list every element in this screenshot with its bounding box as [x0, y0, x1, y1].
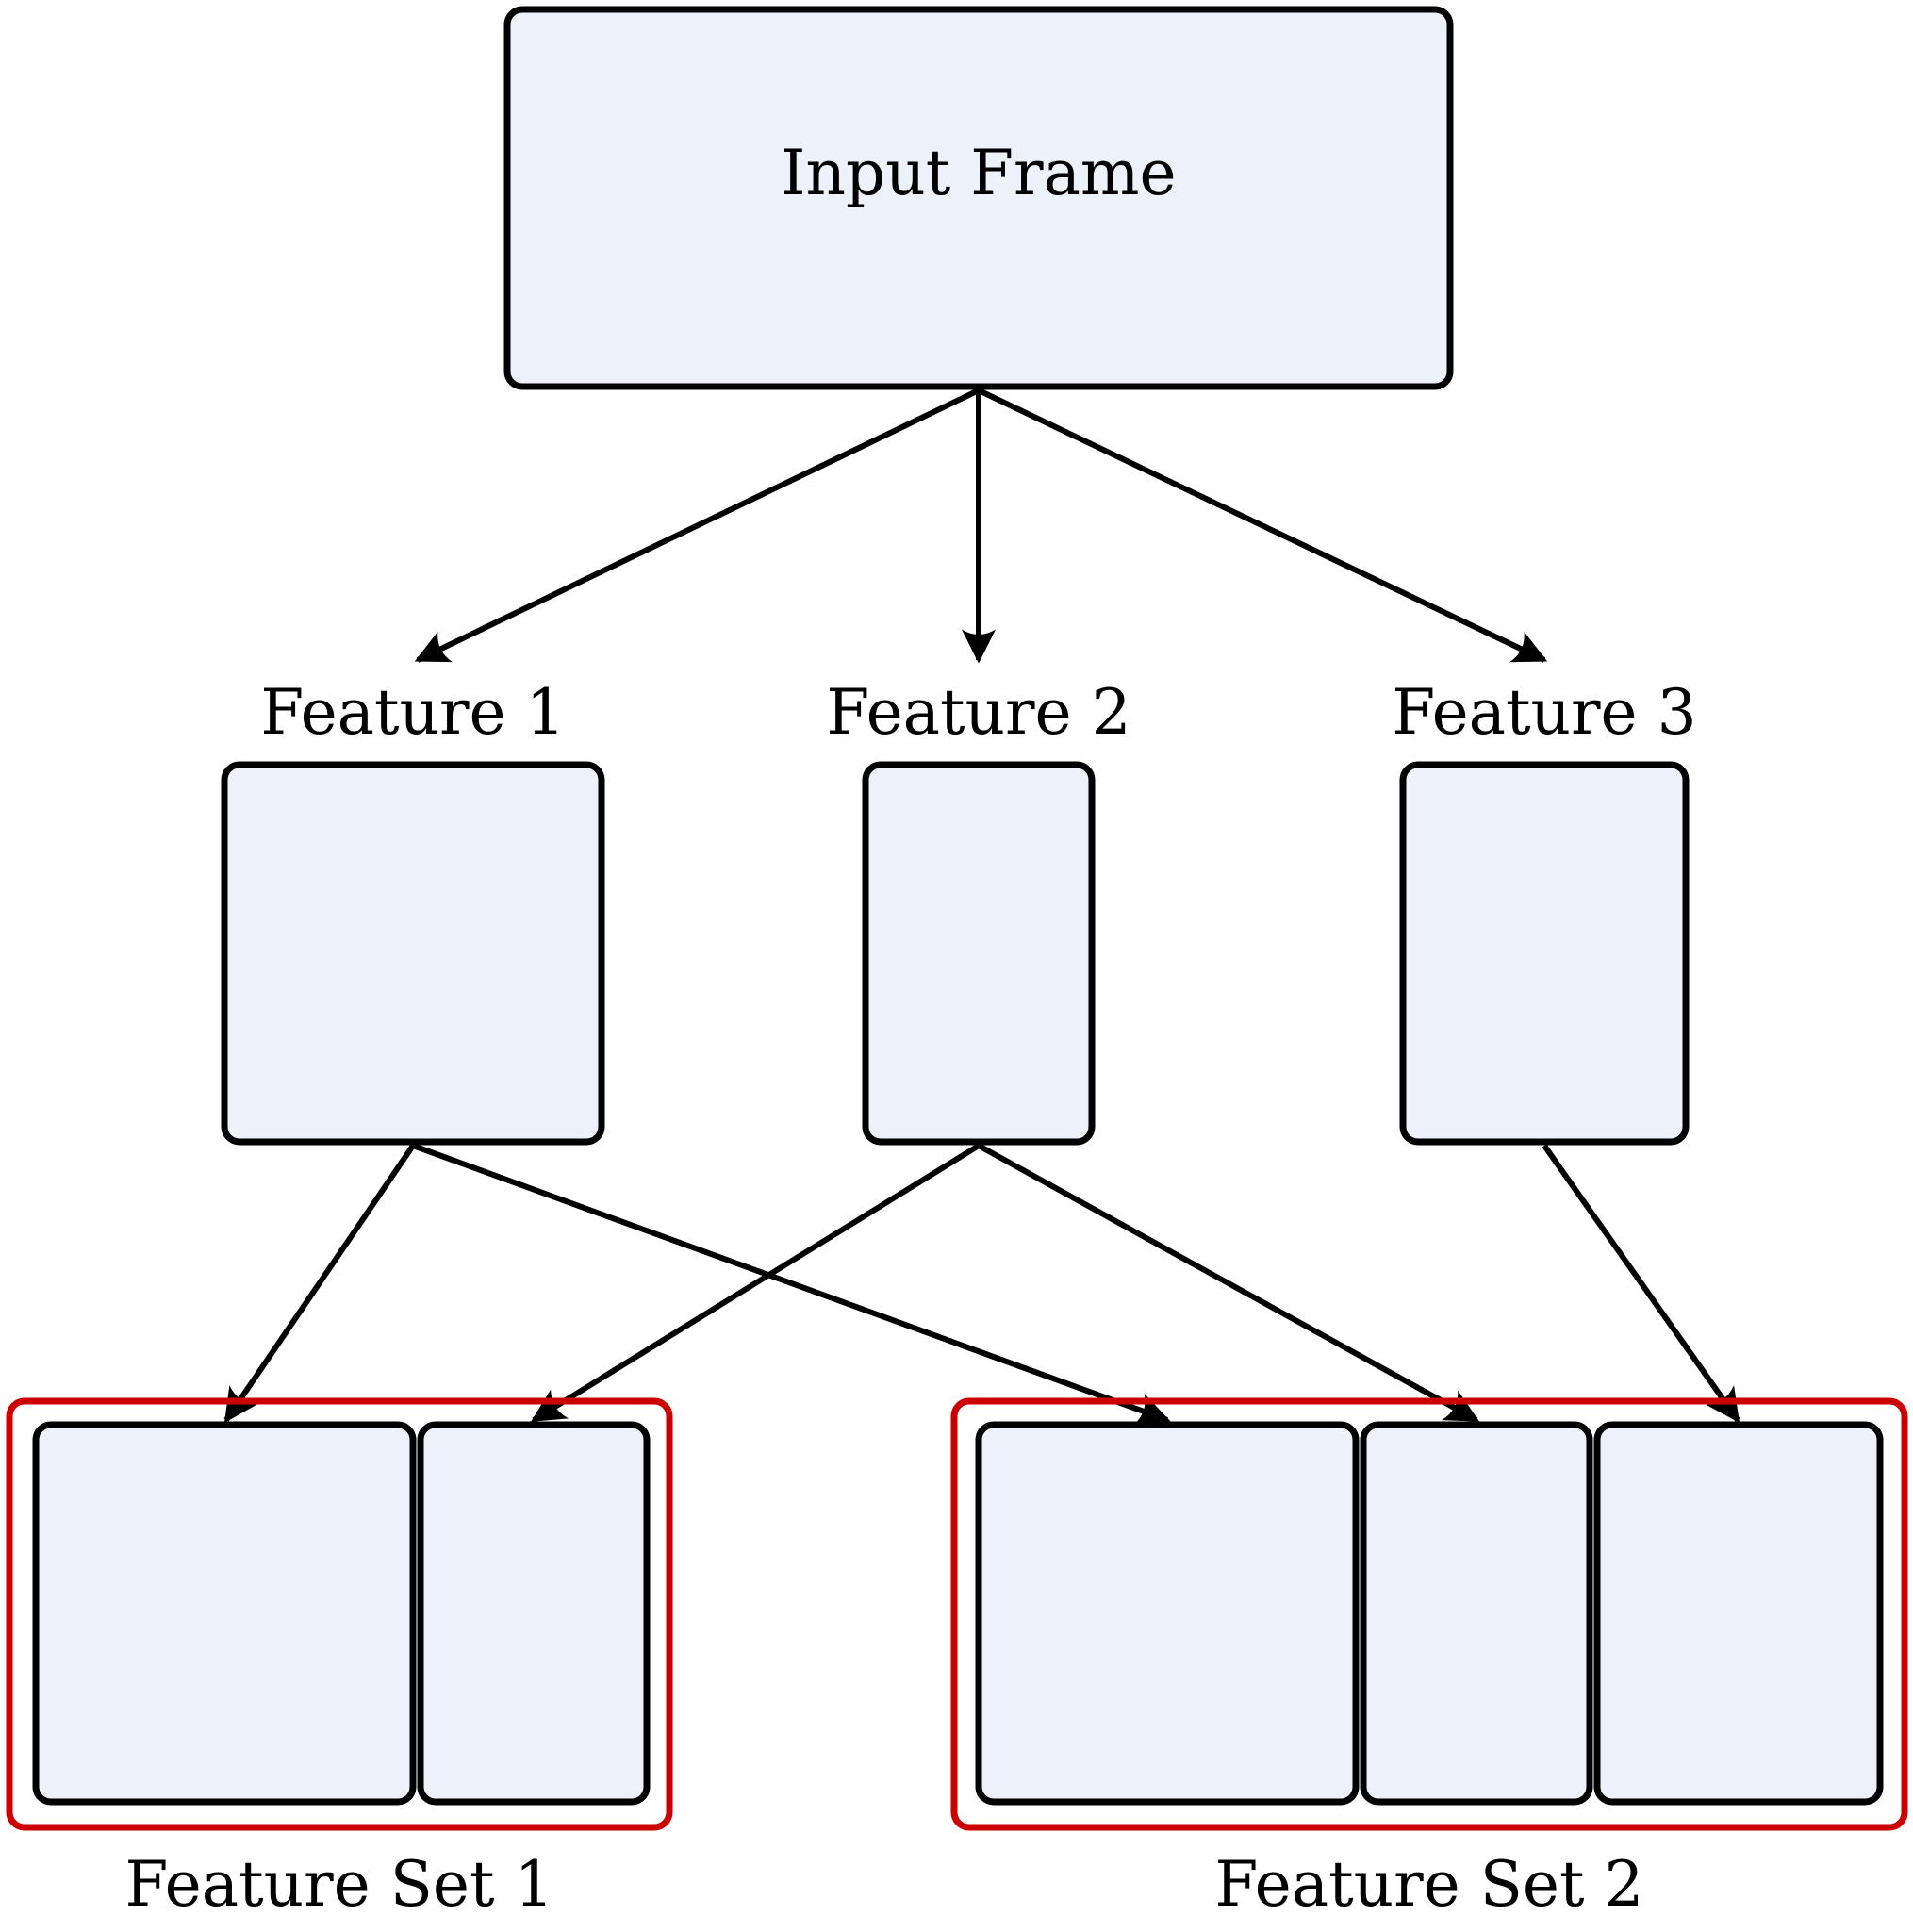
edge-feature-2-to-set-2 — [977, 1143, 1480, 1423]
feature-2-box — [862, 761, 1096, 1146]
input-to-feature-edges — [414, 388, 1548, 664]
edge-feature-1-to-set-1 — [223, 1144, 416, 1423]
feature-2-node: Feature 2 — [826, 676, 1131, 1146]
edge-input-to-feature-1 — [414, 388, 981, 663]
edge-input-to-feature-3 — [977, 388, 1548, 663]
edge-feature-2-to-set-1 — [530, 1143, 981, 1423]
feature-set-2-block-2 — [1360, 1421, 1593, 1806]
edge-feature-3-to-set-2 — [1542, 1144, 1740, 1423]
feature-set-1-group: Feature Set 1 — [6, 1397, 673, 1921]
input-frame-box — [503, 6, 1454, 390]
feature-set-2-block-3 — [1593, 1421, 1884, 1806]
feature-1-node: Feature 1 — [221, 676, 605, 1146]
input-frame-label: Input Frame — [781, 137, 1176, 209]
feature-3-node: Feature 3 — [1392, 676, 1697, 1146]
feature-set-1-block-2 — [417, 1421, 651, 1806]
feature-set-1-border — [6, 1397, 673, 1831]
feature-set-2-group: Feature Set 2 — [950, 1397, 1908, 1921]
feature-3-label: Feature 3 — [1392, 676, 1696, 749]
feature-set-1-block-1 — [32, 1421, 417, 1806]
feature-3-box — [1399, 761, 1690, 1146]
feature-set-1-label: Feature Set 1 — [125, 1848, 554, 1921]
feature-1-label: Feature 1 — [260, 676, 565, 749]
edge-feature-1-to-set-2 — [411, 1143, 1171, 1426]
feature-set-2-block-1 — [975, 1421, 1360, 1806]
feature-2-label: Feature 2 — [826, 676, 1130, 749]
input-frame-node: Input Frame — [503, 6, 1454, 390]
feature-to-set-edges — [223, 1143, 1740, 1426]
feature-set-2-border — [950, 1397, 1908, 1831]
feature-set-2-label: Feature Set 2 — [1215, 1848, 1644, 1921]
feature-1-box — [221, 761, 605, 1146]
